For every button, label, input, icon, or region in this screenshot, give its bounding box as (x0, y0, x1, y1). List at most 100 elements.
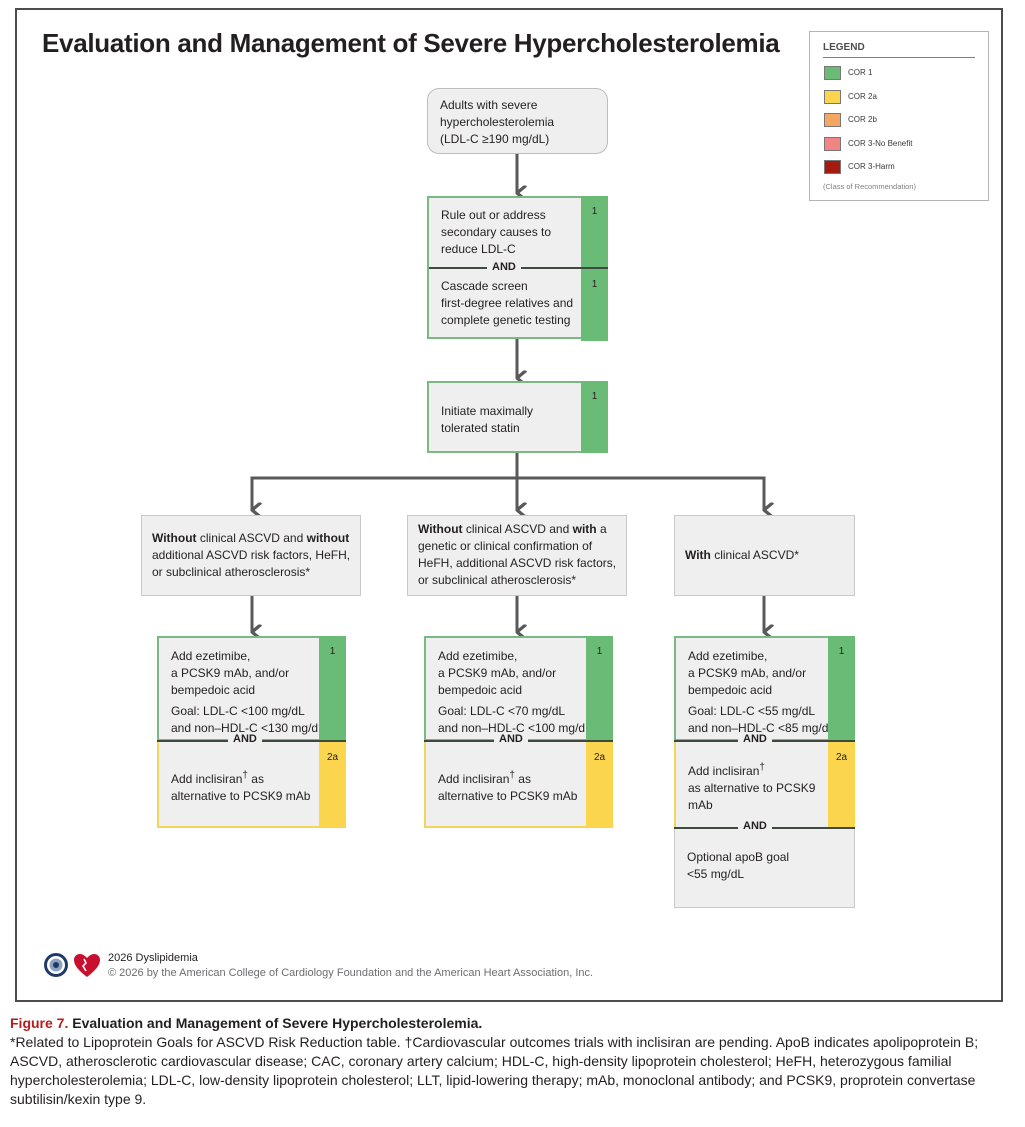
branch-1-condition-text: Without clinical ASCVD and without addit… (152, 530, 350, 581)
branch-2-condition-box: Without clinical ASCVD and with a geneti… (407, 515, 627, 596)
text-line: a PCSK9 mAb, and/or (438, 666, 557, 680)
branch-3-optional-box: Optional apoB goal <55 mg/dL (674, 829, 855, 908)
text-line: Cascade screen (441, 279, 528, 293)
text-line: first-degree relatives and (441, 296, 574, 310)
legend-swatch (824, 90, 841, 104)
text-line: a PCSK9 mAb, and/or (688, 666, 807, 680)
page-title: Evaluation and Management of Severe Hype… (42, 28, 780, 58)
legend-note: (Class of Recommendation) (823, 182, 916, 191)
and-label: AND (487, 261, 521, 274)
legend-swatch (824, 113, 841, 127)
cor-badge: 2a (586, 742, 613, 828)
text-line: Add ezetimibe, (171, 649, 251, 663)
step2-text: Initiate maximally tolerated statin (441, 403, 533, 437)
figure-title: Evaluation and Management of Severe Hype… (72, 1015, 483, 1031)
text-line: secondary causes to (441, 225, 552, 239)
aha-heart-icon (74, 954, 100, 977)
text-line: Rule out or address (441, 208, 546, 222)
treatment-text: Add ezetimibe, a PCSK9 mAb, and/or bempe… (438, 648, 592, 737)
goal-line: and non–HDL-C <100 mg/dL (438, 721, 592, 735)
text-line: bempedoic acid (688, 683, 773, 697)
branch-3-condition-box: With clinical ASCVD* (674, 515, 855, 596)
legend: LEGEND COR 1 COR 2a COR 2b COR 3-No Bene… (809, 31, 989, 201)
text-line: Add inclisiran† as (438, 770, 531, 786)
text-line: Add ezetimibe, (688, 649, 768, 663)
legend-label: COR 2b (848, 115, 877, 124)
branch-2-condition-text: Without clinical ASCVD and with a geneti… (418, 521, 616, 589)
cor-badge: 1 (828, 636, 855, 741)
start-text: Adults with severe hypercholesterolemia … (440, 97, 554, 148)
branch-3-alternative-box: Add inclisiran† as alternative to PCSK9 … (674, 742, 855, 828)
goal-line: and non–HDL-C <85 mg/dL (688, 721, 836, 735)
text-line: Add ezetimibe, (438, 649, 518, 663)
text-line: complete genetic testing (441, 313, 571, 327)
text-line: Initiate maximally (441, 404, 534, 418)
text-line: Adults with severe (440, 98, 538, 112)
text-line: or subclinical atherosclerosis* (152, 565, 311, 579)
start-box: Adults with severe hypercholesterolemia … (427, 88, 608, 154)
text-line: reduce LDL-C (441, 242, 516, 256)
optional-text: Optional apoB goal <55 mg/dL (687, 849, 789, 883)
goal-line: Goal: LDL-C <55 mg/dL (688, 704, 816, 718)
goal-line: and non–HDL-C <130 mg/dL (171, 721, 325, 735)
treatment-text: Add ezetimibe, a PCSK9 mAb, and/or bempe… (688, 648, 835, 737)
text-line: bempedoic acid (438, 683, 523, 697)
step1-b-text: Cascade screen first-degree relatives an… (441, 278, 573, 329)
branch-3-treatment-box: Add ezetimibe, a PCSK9 mAb, and/or bempe… (674, 636, 855, 741)
text-line: alternative to PCSK9 mAb (438, 789, 578, 803)
text-line: additional ASCVD risk factors, HeFH, (152, 548, 351, 562)
text-line: hypercholesterolemia (440, 115, 555, 129)
text-line: HeFH, additional ASCVD risk factors, (418, 556, 617, 570)
text-line: Add inclisiran† (688, 762, 765, 778)
text-line: Without clinical ASCVD and with a (418, 522, 607, 536)
text-line: a PCSK9 mAb, and/or (171, 666, 290, 680)
legend-label: COR 3-No Benefit (848, 139, 913, 148)
footer-title: 2026 Dyslipidemia (108, 952, 198, 964)
cor-badge: 2a (828, 742, 855, 828)
branch-3-condition-text: With clinical ASCVD* (685, 547, 799, 564)
caption-heading: Figure 7. Evaluation and Management of S… (10, 1014, 1015, 1033)
caption-body: *Related to Lipoprotein Goals for ASCVD … (10, 1034, 979, 1107)
text-line: Optional apoB goal (687, 850, 790, 864)
text-line: With clinical ASCVD* (685, 548, 799, 562)
legend-label: COR 1 (848, 68, 873, 77)
cor-badge: 1 (581, 381, 608, 453)
text-line: genetic or clinical confirmation of (418, 539, 593, 553)
branch-1-alternative-box: Add inclisiran† as alternative to PCSK9 … (157, 742, 346, 828)
text-line: (LDL-C ≥190 mg/dL) (440, 132, 550, 146)
cor-badge: 1 (581, 267, 608, 341)
goal-line: Goal: LDL-C <70 mg/dL (438, 704, 566, 718)
figure-caption: Figure 7. Evaluation and Management of S… (10, 1014, 1015, 1109)
branch-1-condition-box: Without clinical ASCVD and without addit… (141, 515, 361, 596)
step1-box: Rule out or address secondary causes to … (427, 196, 608, 341)
cor-badge: 1 (586, 636, 613, 741)
legend-divider (823, 57, 975, 58)
cor-badge: 1 (319, 636, 346, 741)
goal-line: Goal: LDL-C <100 mg/dL (171, 704, 305, 718)
treatment-text: Add ezetimibe, a PCSK9 mAb, and/or bempe… (171, 648, 325, 737)
text-line: tolerated statin (441, 421, 520, 435)
legend-title: LEGEND (823, 42, 865, 53)
legend-swatch (824, 66, 841, 80)
text-line: alternative to PCSK9 mAb (171, 789, 311, 803)
text-line: <55 mg/dL (687, 867, 745, 881)
text-line: bempedoic acid (171, 683, 256, 697)
alternative-text: Add inclisiran† as alternative to PCSK9 … (688, 759, 815, 814)
step2-box: Initiate maximally tolerated statin 1 (427, 381, 608, 453)
text-line: as alternative to PCSK9 (688, 781, 816, 795)
figure-label: Figure 7. (10, 1015, 69, 1031)
text-line: Without clinical ASCVD and without (152, 531, 350, 545)
text-line: mAb (688, 798, 713, 812)
text-line: or subclinical atherosclerosis* (418, 573, 577, 587)
alternative-text: Add inclisiran† as alternative to PCSK9 … (171, 767, 310, 805)
legend-swatch (824, 160, 841, 174)
branch-2-alternative-box: Add inclisiran† as alternative to PCSK9 … (424, 742, 613, 828)
step1-a-text: Rule out or address secondary causes to … (441, 207, 551, 258)
society-logos (44, 953, 100, 977)
acc-seal-icon (44, 953, 68, 977)
legend-label: COR 3-Harm (848, 162, 895, 171)
cor-badge: 2a (319, 742, 346, 828)
legend-label: COR 2a (848, 92, 877, 101)
branch-2-treatment-box: Add ezetimibe, a PCSK9 mAb, and/or bempe… (424, 636, 613, 741)
footer-copyright: © 2026 by the American College of Cardio… (108, 967, 594, 979)
